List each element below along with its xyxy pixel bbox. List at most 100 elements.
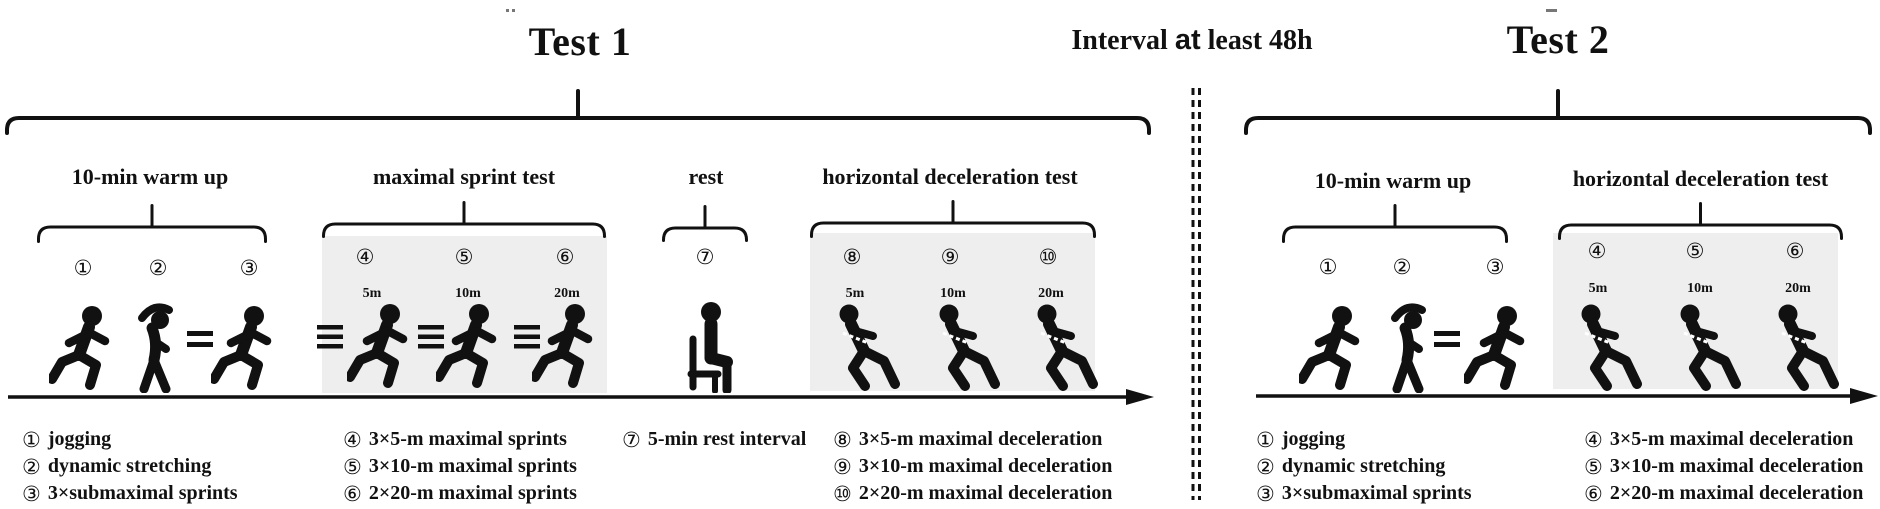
legend-text: 3×submaximal sprints	[1281, 482, 1472, 504]
legend-item: ④ 3×5-m maximal deceleration	[1584, 426, 1863, 453]
legend-text: 2×20-m maximal deceleration	[1609, 482, 1864, 504]
legend-num: ①	[22, 427, 41, 452]
legend-num: ①	[1256, 427, 1275, 452]
distance-label: 10m	[940, 286, 966, 301]
section-label-warmup-test2: 10-min warm up	[1314, 168, 1472, 193]
step-number: ⑤	[1685, 239, 1705, 263]
legend-test1-col3: ⑦ 5-min rest interval	[622, 426, 806, 453]
step-number: ⑥	[555, 245, 575, 269]
section-label-rest-test1: rest	[688, 164, 724, 189]
step-number: ⑤	[454, 245, 474, 269]
legend-text: 5-min rest interval	[647, 428, 807, 450]
step-number: ⑥	[1785, 239, 1805, 263]
legend-text: 3×10-m maximal deceleration	[858, 455, 1113, 477]
legend-item: ③ 3×submaximal sprints	[22, 480, 238, 507]
decel-runner-icon	[1030, 304, 1098, 392]
legend-num: ⑧	[833, 427, 852, 452]
test2-title: Test 2	[1506, 17, 1610, 62]
legend-num: ②	[1256, 454, 1275, 479]
decel-runner-icon	[1574, 304, 1642, 392]
legend-num: ③	[1256, 481, 1275, 506]
section-label-decel-test1: horizontal deceleration test	[822, 164, 1078, 189]
legend-text: jogging	[1281, 428, 1346, 450]
stretch-icon	[1383, 303, 1433, 393]
interval-word: Interval	[1071, 25, 1168, 56]
legend-num: ⑥	[1584, 481, 1603, 506]
legend-num: ④	[1584, 427, 1603, 452]
step-number: ③	[239, 256, 259, 280]
legend-item: ③ 3×submaximal sprints	[1256, 480, 1472, 507]
step-number: ⑦	[695, 245, 715, 269]
timeline-arrow-test2	[1256, 388, 1878, 404]
legend-text: dynamic stretching	[47, 455, 212, 477]
legend-num: ⑥	[343, 481, 362, 506]
runner-icon	[532, 303, 598, 391]
runner-icon	[436, 303, 502, 391]
legend-num: ⑦	[622, 427, 641, 452]
step-number: ⑧	[842, 245, 862, 269]
decel-runner-icon	[832, 304, 900, 392]
curly-brace-warmup-test2	[1282, 203, 1508, 243]
step-number: ②	[148, 256, 168, 280]
legend-text: 3×10-m maximal deceleration	[1609, 455, 1864, 477]
decel-runner-icon	[1771, 304, 1839, 392]
stretch-icon	[130, 303, 180, 393]
legend-num: ⑤	[1584, 454, 1603, 479]
distance-label: 20m	[1785, 281, 1811, 296]
curly-brace-decel-test1	[810, 199, 1096, 238]
scan-artifact	[1546, 9, 1557, 12]
interval-title: Interval at least 48h	[1032, 24, 1352, 57]
legend-text: 3×submaximal sprints	[47, 482, 238, 504]
runner-icon	[1464, 305, 1530, 393]
interval-word-sans: at	[1174, 24, 1201, 56]
distance-label: 5m	[1588, 281, 1608, 296]
interval-rest: least 48h	[1207, 25, 1313, 56]
shaded-box-sprint-test1	[322, 236, 607, 393]
legend-num: ⑤	[343, 454, 362, 479]
step-number: ③	[1485, 255, 1505, 279]
curly-brace-decel-test2	[1558, 201, 1843, 240]
legend-item: ⑥ 2×20-m maximal sprints	[343, 480, 577, 507]
decel-runner-icon	[1673, 304, 1741, 392]
runner-icon	[49, 305, 115, 393]
distance-label: 10m	[455, 286, 481, 301]
legend-num: ⑩	[833, 481, 852, 506]
decel-runner-icon	[932, 304, 1000, 392]
distance-label: 10m	[1687, 281, 1713, 296]
step-number: ②	[1392, 255, 1412, 279]
curly-brace-warmup-test1	[37, 203, 267, 243]
legend-test2-col2: ④ 3×5-m maximal deceleration ⑤ 3×10-m maxi…	[1584, 426, 1863, 507]
runner-icon	[211, 305, 277, 393]
speed-lines-icon	[317, 325, 343, 349]
legend-text: 3×5-m maximal sprints	[368, 428, 567, 450]
section-label-decel-test2: horizontal deceleration test	[1572, 166, 1829, 191]
runner-icon	[347, 303, 413, 391]
legend-item: ⑩ 2×20-m maximal deceleration	[833, 480, 1112, 507]
step-number: ⑨	[940, 245, 960, 269]
legend-text: 3×5-m maximal deceleration	[1609, 428, 1854, 450]
legend-item: ⑧ 3×5-m maximal deceleration	[833, 426, 1112, 453]
section-label-sprint-test1: maximal sprint test	[372, 164, 556, 189]
step-number: ⑩	[1038, 245, 1058, 269]
legend-text: 3×5-m maximal deceleration	[858, 428, 1103, 450]
step-number: ④	[1587, 239, 1607, 263]
legend-text: 2×20-m maximal sprints	[368, 482, 577, 504]
distance-label: 5m	[362, 286, 382, 301]
legend-text: 2×20-m maximal deceleration	[858, 482, 1113, 504]
legend-item: ⑥ 2×20-m maximal deceleration	[1584, 480, 1863, 507]
legend-item: ① jogging	[22, 426, 238, 453]
legend-test2-col1: ① jogging ② dynamic stretching ③ 3×submaxim…	[1256, 426, 1472, 507]
legend-text: jogging	[47, 428, 112, 450]
separator-dashed-line	[1191, 88, 1201, 500]
legend-text: dynamic stretching	[1281, 455, 1446, 477]
legend-num: ③	[22, 481, 41, 506]
timeline-arrow-test1	[8, 389, 1154, 405]
legend-num: ④	[343, 427, 362, 452]
curly-brace-test2	[1244, 88, 1872, 135]
